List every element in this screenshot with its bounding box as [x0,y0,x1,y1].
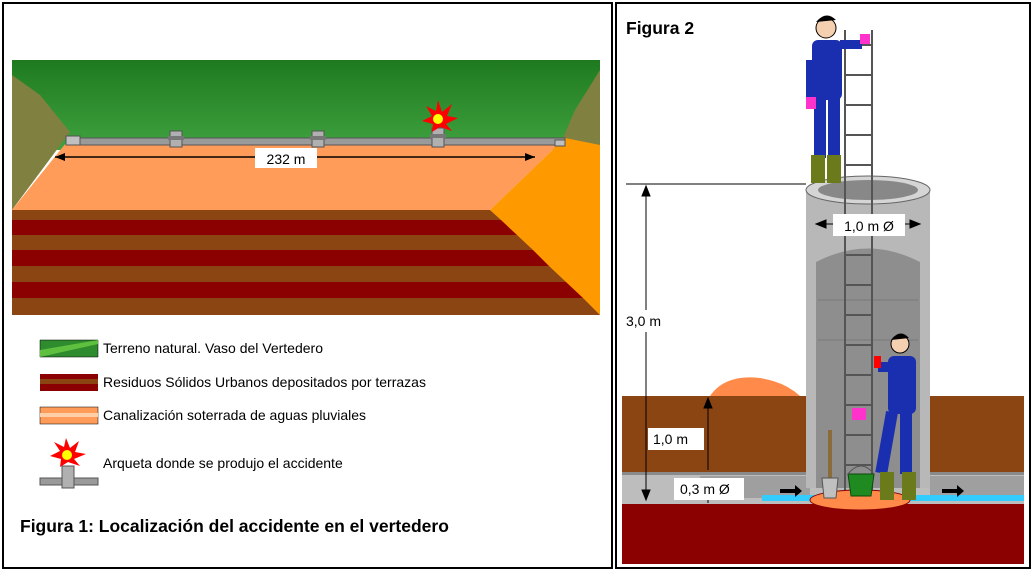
pipe-end-right [554,139,566,147]
landfill-cross-section: 232 m [12,60,600,315]
diameter-label: 1,0 m Ø [844,218,894,234]
manhole [168,130,184,148]
manhole [310,130,326,148]
landfill-side [490,138,600,315]
figure-1-caption: Figura 1: Localización del accidente en … [20,516,449,536]
legend-label: Terreno natural. Vaso del Vertedero [103,340,323,356]
legend-item-waste: Residuos Sólidos Urbanos depositados por… [40,374,426,391]
pipe-diameter-label: 0,3 m Ø [680,481,730,497]
worker-top [806,15,870,183]
depth-label: 3,0 m [626,313,661,329]
pipe-end-left [65,135,81,146]
shovel [821,430,839,499]
distance-label: 232 m [267,151,306,167]
worker-bottom [852,333,916,500]
legend-label: Canalización soterrada de aguas pluviale… [103,407,366,423]
legend-label: Residuos Sólidos Urbanos depositados por… [103,374,426,390]
legend-item-pipe: Canalización soterrada de aguas pluviale… [39,406,366,425]
well-cross-section: 1,0 m Ø 3,0 m 1,0 m 0,3 m Ø [622,15,1024,564]
legend-item-terrain: Terreno natural. Vaso del Vertedero [39,339,323,358]
soil-depth-label: 1,0 m [653,431,688,447]
natural-terrain [12,60,600,150]
figure-2-title: Figura 2 [626,18,694,38]
flow-arrow [942,485,964,497]
bucket [847,465,875,497]
pipe-channel-right [930,476,1024,498]
flow-arrow [780,485,802,497]
ladder [844,30,873,490]
accident-manhole [422,100,458,148]
left-slope [12,75,70,210]
landfill-surface [12,138,565,210]
legend-item-manhole: Arqueta donde se produjo el accidente [39,438,343,489]
distance-dimension: 232 m [55,148,535,168]
waste-terraces [12,210,600,315]
legend-label: Arqueta donde se produjo el accidente [103,455,343,471]
legend: Terreno natural. Vaso del Vertedero Resi… [39,339,426,489]
dirt-pile [710,377,800,396]
right-slope [560,70,600,160]
waste-base [622,504,1024,564]
